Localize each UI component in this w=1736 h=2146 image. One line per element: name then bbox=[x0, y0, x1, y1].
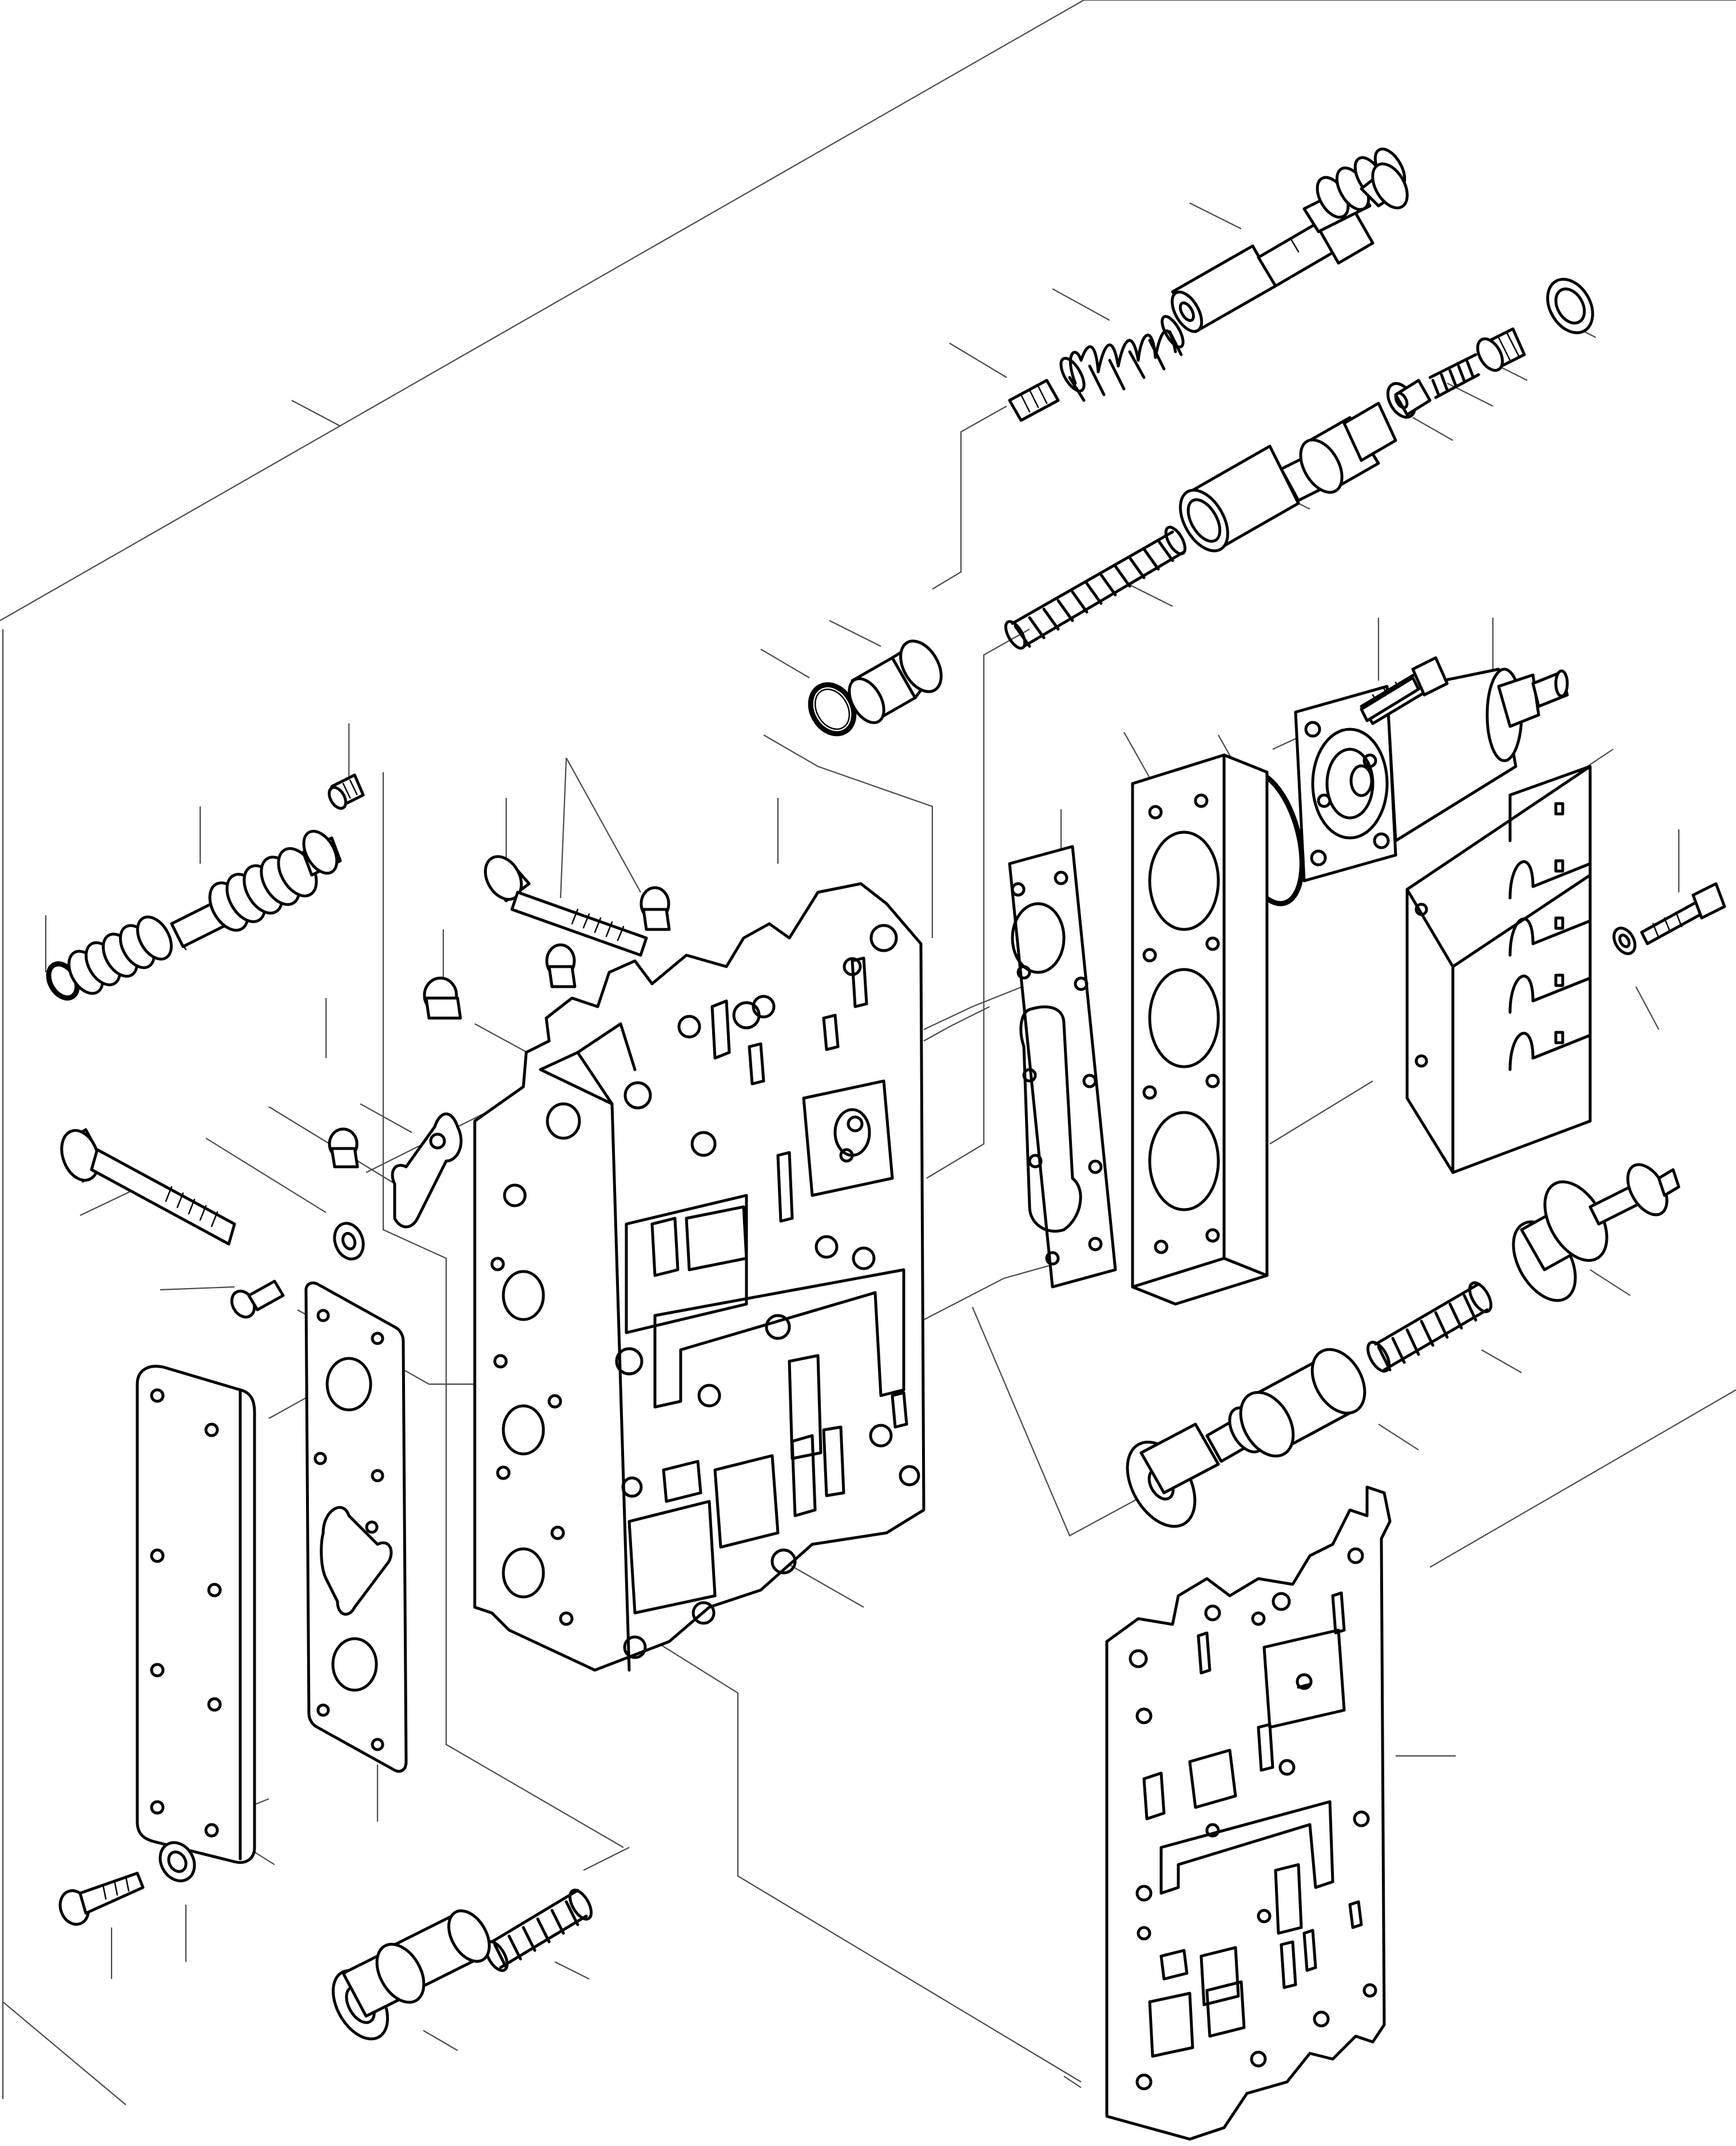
bolt-housing-top bbox=[484, 855, 648, 957]
solenoid-assembly bbox=[1294, 656, 1569, 883]
connector-block bbox=[1405, 765, 1592, 1174]
screw-small bbox=[230, 1279, 285, 1319]
valve-spool-left bbox=[46, 829, 342, 1001]
gasket-middle bbox=[1008, 845, 1117, 1289]
valve-housing bbox=[473, 882, 925, 1672]
small-spring bbox=[1428, 353, 1480, 399]
plug-small bbox=[1476, 327, 1526, 372]
piston-lower-right bbox=[1126, 1348, 1366, 1528]
separator-plate bbox=[1105, 1485, 1392, 2141]
housing-side-face-holes bbox=[490, 1183, 574, 1626]
separator-plate-ports bbox=[1129, 1547, 1377, 2091]
pin-small bbox=[1008, 379, 1060, 422]
bolt-right bbox=[1612, 882, 1726, 955]
valve-spool-lower bbox=[1512, 1163, 1681, 1302]
plug-top-left bbox=[328, 773, 365, 810]
housing-channels bbox=[615, 956, 920, 1659]
bracket-clip bbox=[391, 1112, 463, 1229]
spool-lands bbox=[1316, 148, 1409, 219]
adapter-plate bbox=[1131, 753, 1269, 1306]
plug-left-small bbox=[423, 976, 462, 1020]
washer-upper-right bbox=[1546, 277, 1594, 335]
bolt-solenoid bbox=[1360, 676, 1420, 722]
piston-bottom bbox=[332, 1909, 491, 2041]
plug-with-oring bbox=[808, 639, 943, 737]
valve-spool-upper bbox=[1170, 148, 1409, 333]
seat-small bbox=[1386, 379, 1432, 419]
spring-lower-right bbox=[1366, 1281, 1493, 1373]
bolt-bottom-left bbox=[58, 1871, 145, 1926]
bolt-left-long bbox=[60, 1128, 236, 1246]
cover-plate-left bbox=[136, 1365, 256, 1864]
spring-upper bbox=[1059, 315, 1185, 402]
spring-bottom bbox=[484, 1889, 593, 1972]
plug-lower-left bbox=[328, 1127, 359, 1169]
spring-long bbox=[1004, 526, 1187, 650]
washer-left bbox=[333, 1222, 365, 1261]
plug-mid-small bbox=[545, 943, 577, 988]
piston-middle bbox=[1179, 402, 1397, 553]
plug-top-small bbox=[639, 886, 671, 931]
connector-pins bbox=[1508, 765, 1592, 1071]
gasket-left bbox=[304, 1281, 408, 1773]
washer-bottom-left bbox=[158, 1841, 196, 1882]
